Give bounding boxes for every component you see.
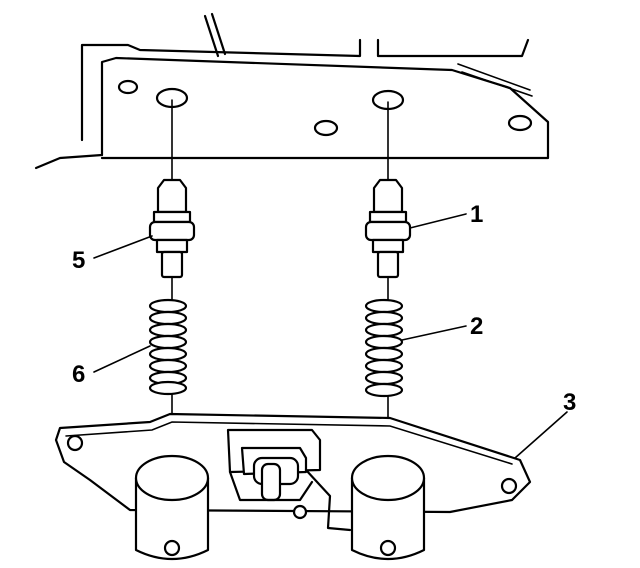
left-valve [148,178,196,279]
callout-3: 3 [563,389,576,416]
leader-line-6 [93,345,151,373]
valve-body-housing [34,12,550,170]
solenoid-bracket-assembly [54,412,532,560]
leader-line-2 [401,325,467,341]
right-valve [364,178,412,279]
leader-line-1 [409,213,467,229]
leader-line-5 [93,235,153,259]
callout-6: 6 [72,361,85,388]
left-spring [148,298,188,396]
right-spring [364,298,404,398]
callout-2: 2 [470,313,483,340]
callout-1: 1 [470,201,483,228]
callout-5: 5 [72,247,85,274]
leader-line-3 [514,411,568,459]
